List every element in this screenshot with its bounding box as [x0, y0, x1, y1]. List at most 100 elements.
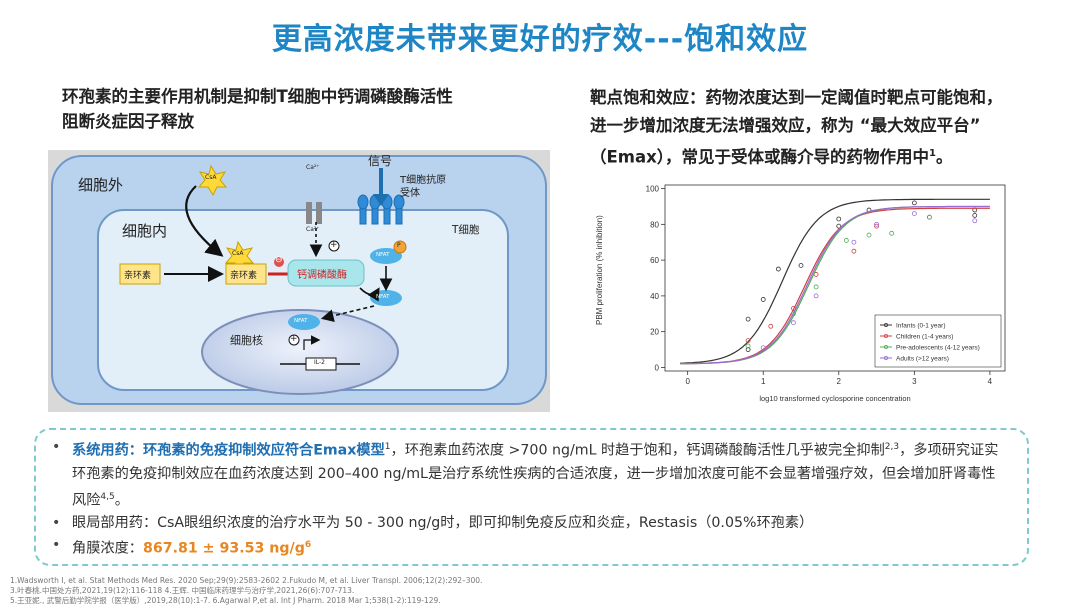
data-point	[813, 284, 819, 290]
inhibition-minus-label: ⊖	[275, 255, 283, 265]
bullet-ocular-text: 眼局部用药：CsA眼组织浓度的治疗水平为 50 - 300 ng/g时，即可抑制…	[72, 515, 814, 531]
chart-ylabel: PBM proliferation (% inhibition)	[595, 215, 604, 325]
extracellular-label: 细胞外	[78, 176, 124, 194]
data-point	[745, 343, 751, 349]
cyclophilin-left-label: 亲环素	[124, 271, 152, 281]
csa-entry-arrow	[185, 185, 224, 257]
calcium-channel-right	[316, 202, 322, 224]
data-point	[972, 218, 978, 224]
signal-label: 信号	[368, 154, 393, 168]
nucleus-label: 细胞核	[230, 334, 263, 347]
references: 1.Wadsworth I, et al. Stat Methods Med R…	[10, 576, 610, 606]
transcription-arrow	[303, 335, 321, 350]
bullet-systemic: • 系统用药：环孢素的免疫抑制效应符合Emax模型1，环孢素血药浓度 >700 …	[52, 436, 1007, 512]
bullet-systemic-sup3: 4,5	[100, 491, 115, 502]
phosphate-circle	[393, 240, 407, 254]
bullet-box	[34, 428, 1029, 566]
data-point	[972, 213, 978, 218]
bullet-corneal: • 角膜浓度：867.81 ± 93.53 ng/g6	[52, 534, 1007, 561]
data-point	[851, 239, 857, 245]
signal-arrow-head	[373, 194, 389, 206]
nfat-nucleus-arrow	[320, 305, 375, 322]
csa-outside-label: CsA	[205, 174, 217, 181]
mechanism-heading-line1: 环孢素的主要作用机制是抑制T细胞中钙调磷酸酶活性	[62, 87, 453, 106]
calcium-channel-left	[306, 202, 312, 224]
data-point	[745, 347, 751, 352]
reference-line: 1.Wadsworth I, et al. Stat Methods Med R…	[10, 576, 483, 585]
chart-xlabel: log10 transformed cyclosporine concentra…	[759, 394, 910, 403]
nfat-label-1: NFAT	[376, 252, 390, 258]
calcineurin-label: 钙调磷酸酶	[297, 270, 347, 281]
data-point	[745, 338, 751, 343]
legend-marker	[884, 334, 888, 338]
data-point	[813, 293, 819, 299]
intracellular-label: 细胞内	[122, 222, 168, 240]
saturation-heading: 靶点饱和效应：药物浓度达到一定阈值时靶点可能饱和， 进一步增加浓度无法增强效应，…	[590, 84, 1060, 172]
calcium-mid-label: Ca²⁺	[306, 226, 320, 233]
il2-gene-box	[305, 357, 337, 371]
plus-label-1: +	[330, 240, 338, 250]
y-tick-label: 60	[650, 256, 659, 265]
data-point	[874, 223, 879, 229]
plus-circle-1	[328, 240, 340, 252]
data-point	[760, 297, 766, 302]
data-point	[836, 223, 842, 229]
cyclophilin-box-left	[119, 263, 161, 285]
data-point	[768, 323, 774, 329]
slide-title: 更高浓度未带来更好的疗效---饱和效应	[271, 22, 809, 57]
csa-inside-label: CsA	[232, 250, 244, 257]
saturation-heading-sup: 1	[929, 148, 936, 159]
bullet-systemic-text1: ，环孢素血药浓度 >700 ng/mL 时趋于饱和，钙调磷酸酶活性几乎被完全抑制	[390, 442, 885, 459]
saturation-heading-line3: （Emax），常见于受体或酶介导的药物作用中1。	[590, 140, 1060, 172]
data-point	[791, 320, 796, 326]
tcell-label: T细胞	[452, 224, 480, 236]
bullet-dot: •	[52, 515, 61, 531]
data-point	[798, 263, 804, 268]
bullet-corneal-sup: 6	[304, 540, 312, 550]
data-point	[775, 266, 781, 272]
data-point	[911, 200, 917, 206]
bullet-systemic-lead-sup: 1	[384, 442, 391, 452]
x-tick-label: 1	[761, 377, 766, 386]
legend-label: Infants (0-1 year)	[896, 323, 946, 330]
data-point	[760, 345, 766, 351]
y-tick-label: 40	[650, 292, 659, 301]
series-line	[680, 198, 990, 364]
reference-line: 3.叶春桃.中国处方药,2021,19(12):116-118 4.王辉. 中国…	[10, 586, 355, 595]
mechanism-heading: 环孢素的主要作用机制是抑制T细胞中钙调磷酸酶活性 阻断炎症因子释放	[62, 84, 532, 134]
saturation-heading-line2: 进一步增加浓度无法增强效应，称为 “最大效应平台”	[590, 116, 981, 135]
reference-line: 5.王亚妮., 武警后勤学院学报（医学版）,2019,28(10):1-7. 6…	[10, 596, 441, 605]
series-line	[680, 205, 990, 365]
y-tick-label: 100	[646, 185, 660, 194]
csa-star-outside	[197, 164, 228, 197]
receptor-label: T细胞抗原受体	[400, 175, 447, 199]
legend-marker	[884, 345, 888, 349]
data-point	[843, 238, 849, 243]
plus-circle-2	[288, 334, 300, 346]
bullet-dot: •	[52, 537, 61, 553]
bullet-corneal-value: 867.81 ± 93.53 ng/g	[142, 540, 305, 557]
calcineurin-loop-arrow	[359, 287, 380, 302]
data-point	[911, 211, 917, 217]
data-point	[851, 248, 857, 254]
legend-label: Adults (>12 years)	[896, 356, 949, 363]
bullet-ocular: • 眼局部用药：CsA眼组织浓度的治疗水平为 50 - 300 ng/g时，即可…	[52, 512, 1007, 535]
calcineurin-box	[287, 259, 365, 287]
x-tick-label: 0	[685, 377, 690, 386]
data-point	[745, 316, 751, 322]
data-point	[791, 311, 796, 317]
plot-frame	[664, 184, 1006, 372]
cyclophilin-box-right	[225, 263, 267, 285]
legend-marker	[884, 356, 888, 360]
legend-marker	[884, 323, 888, 327]
legend-label: Pre-adolescents (4-12 years)	[896, 345, 980, 352]
mechanism-diagram-svg	[51, 155, 547, 405]
nfat-label-3: NFAT	[294, 318, 308, 324]
y-tick-label: 80	[650, 220, 659, 229]
y-tick-label: 0	[655, 363, 660, 372]
data-point	[874, 221, 879, 227]
x-tick-label: 2	[837, 377, 842, 386]
data-point	[866, 232, 872, 238]
x-tick-label: 4	[988, 377, 993, 386]
